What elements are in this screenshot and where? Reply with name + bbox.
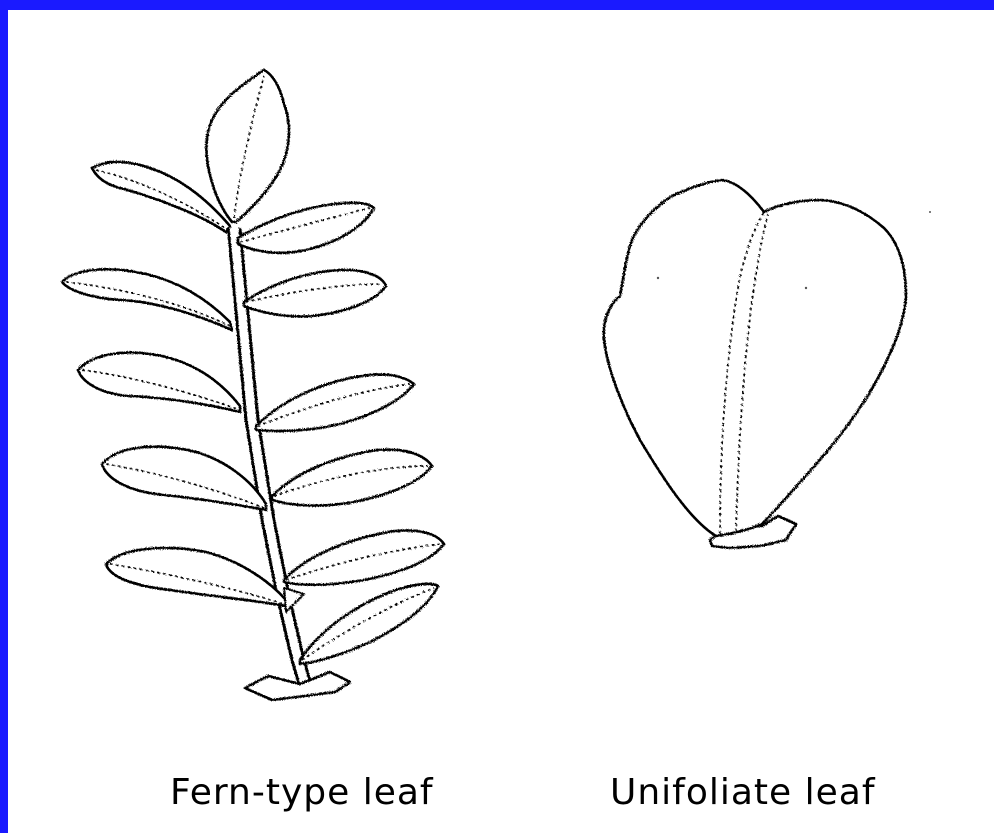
unifoliate-leaf-caption: Unifoliate leaf [610, 772, 876, 813]
fern-leaflet-left-4 [102, 447, 266, 510]
fern-leaflet-right-3 [256, 374, 414, 431]
fern-leaflet-terminal [206, 70, 288, 222]
fern-leaflet-left-2 [62, 269, 232, 330]
fern-leaflet-left-3 [78, 353, 240, 412]
fern-leaflet-right-1 [238, 203, 374, 253]
fern-leaflet-right-6 [300, 584, 438, 664]
unifoliate-outline [604, 180, 906, 536]
fern-notch [284, 588, 304, 612]
unifoliate-leaf-drawing [604, 180, 906, 548]
fern-leaflet-right-5 [284, 531, 444, 585]
fern-type-leaf-drawing [62, 70, 444, 700]
fern-leaflet-right-2 [244, 270, 386, 316]
fern-type-leaf-caption: Fern-type leaf [170, 772, 434, 813]
fern-leaflet-right-4 [272, 450, 432, 506]
